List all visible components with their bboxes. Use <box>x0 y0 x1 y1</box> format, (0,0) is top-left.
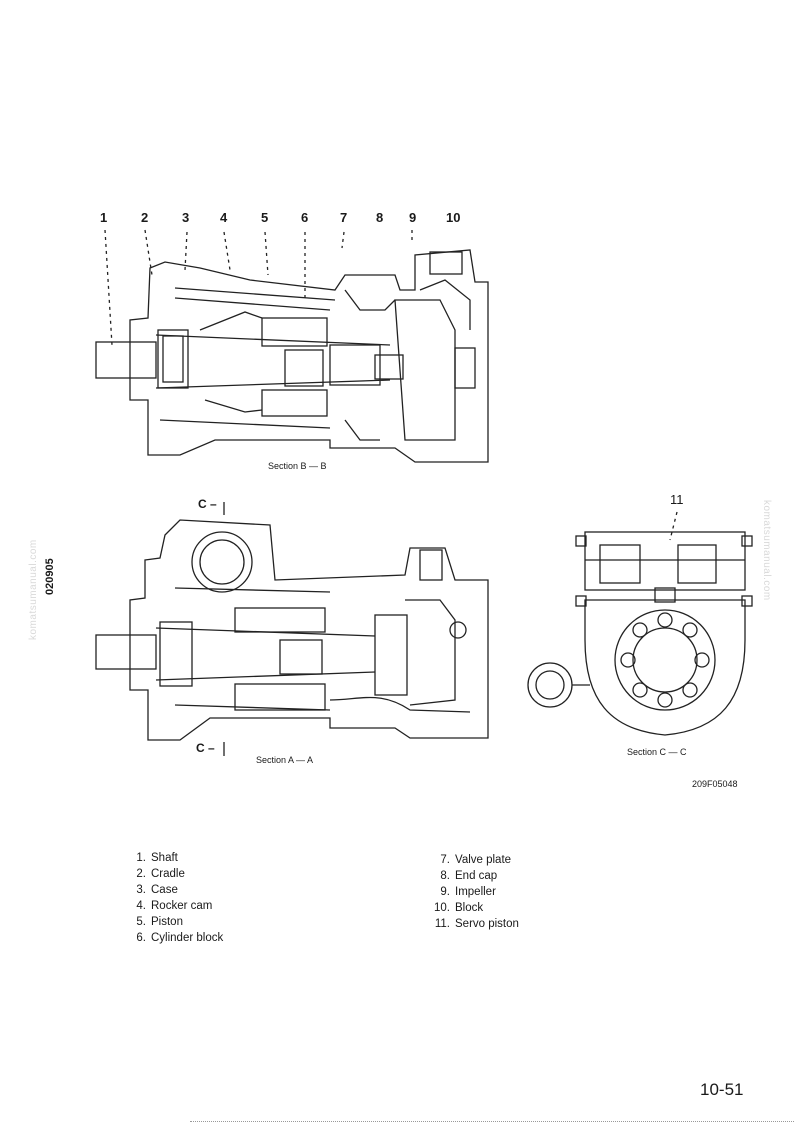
legend-item: 11.Servo piston <box>434 918 519 930</box>
callout-2: 2 <box>141 210 149 225</box>
legend-item: 3.Case <box>136 884 178 896</box>
section-marker-top: C – <box>198 497 217 511</box>
legend-item: 4.Rocker cam <box>136 900 213 912</box>
section-marker-bottom: C – <box>196 741 215 755</box>
callout-6: 6 <box>301 210 309 225</box>
legend-item: 1.Shaft <box>136 852 178 864</box>
callout-4: 4 <box>220 210 228 225</box>
legend-item: 5.Piston <box>136 916 183 928</box>
section-aa-caption: Section A — A <box>256 755 314 765</box>
callout-3: 3 <box>182 210 190 225</box>
figure-code: 209F05048 <box>692 779 738 789</box>
legend-right: 7.Valve plate 8.End cap 9.Impeller 10.Bl… <box>432 852 519 932</box>
callout-5: 5 <box>261 210 269 225</box>
section-bb-caption: Section B — B <box>268 461 327 471</box>
callout-1: 1 <box>100 210 108 225</box>
legend-item: 2.Cradle <box>136 868 185 880</box>
legend-item: 9.Impeller <box>440 886 496 898</box>
legend-item: 7.Valve plate <box>440 854 512 866</box>
callout-7: 7 <box>340 210 348 225</box>
legend-left: 1.Shaft 2.Cradle 3.Case 4.Rocker cam 5.P… <box>128 850 223 946</box>
callout-10: 10 <box>446 210 461 225</box>
callout-9: 9 <box>409 210 417 225</box>
callout-8: 8 <box>376 210 384 225</box>
callout-11: 11 <box>670 492 684 507</box>
legend-item: 10.Block <box>434 902 484 914</box>
section-cc-caption: Section C — C <box>627 747 687 757</box>
section-marker-top-letter: C <box>198 497 207 511</box>
bottom-divider <box>190 1121 794 1122</box>
page-number: 10-51 <box>700 1080 744 1099</box>
legend-item: 8.End cap <box>440 870 498 882</box>
legend-item: 6.Cylinder block <box>136 932 224 944</box>
section-marker-bottom-letter: C <box>196 741 205 755</box>
